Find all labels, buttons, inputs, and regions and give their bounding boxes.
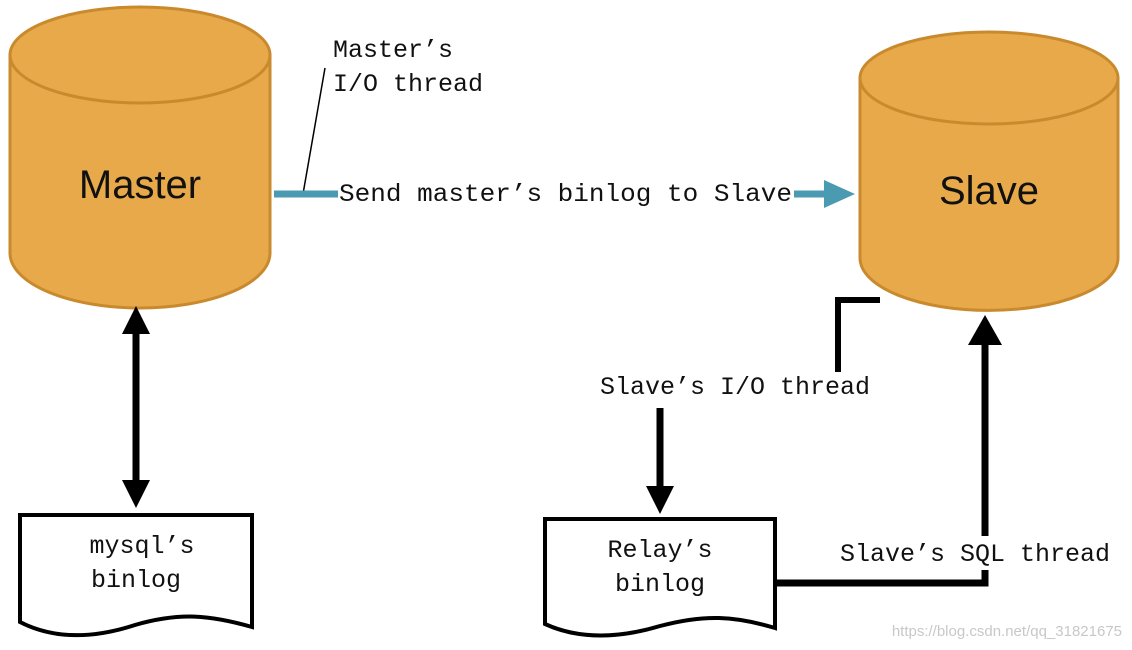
master-label: Master <box>79 163 201 207</box>
slave-io-label: Slave’s I/O thread <box>600 373 870 402</box>
mysql-binlog-line1: mysql’s <box>89 532 194 561</box>
master-io-label-line1: Master’s <box>333 36 453 65</box>
relay-binlog-document: Relay’s binlog <box>543 517 777 638</box>
send-binlog-label: Send master’s binlog to Slave <box>339 180 792 209</box>
master-io-label-line2: I/O thread <box>333 70 483 99</box>
slave-label: Slave <box>939 169 1039 213</box>
relay-binlog-line1: Relay’s <box>607 536 712 565</box>
slave-sql-arrow-head <box>968 315 1002 345</box>
mysql-binlog-document: mysql’s binlog <box>18 513 254 638</box>
master-cylinder: Master <box>8 5 272 310</box>
slave-cylinder: Slave <box>858 30 1120 312</box>
slave-io-bracket <box>835 297 880 372</box>
relay-binlog-line2: binlog <box>615 570 705 599</box>
watermark-text: https://blog.csdn.net/qq_31821675 <box>892 623 1122 640</box>
mysql-binlog-line2: binlog <box>91 566 181 595</box>
slave-sql-path <box>777 340 989 587</box>
send-arrow-head <box>824 180 855 208</box>
slave-sql-label: Slave’s SQL thread <box>840 540 1110 569</box>
slave-sql-label-bg <box>838 536 1128 570</box>
master-io-callout-line <box>302 67 326 195</box>
